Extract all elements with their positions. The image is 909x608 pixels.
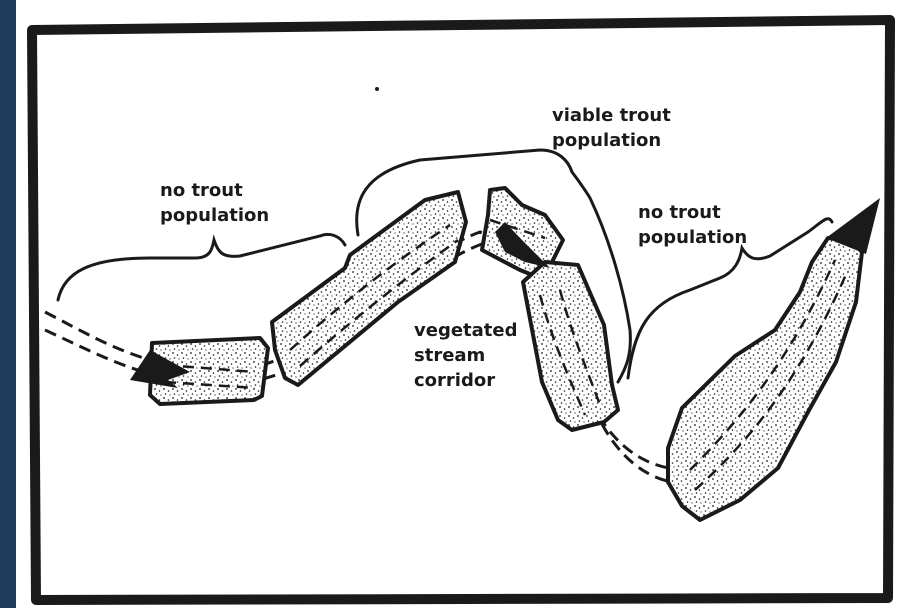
label-no-trout-left: no trout population <box>160 178 269 228</box>
vegetated-patch-5 <box>668 238 862 520</box>
label-vegetated-corridor: vegetated stream corridor <box>414 318 517 393</box>
left-edge-band <box>0 0 16 608</box>
label-viable-trout: viable trout population <box>552 103 671 153</box>
stray-dot <box>375 87 379 91</box>
diagram-frame <box>32 20 890 600</box>
label-no-trout-right: no trout population <box>638 200 747 250</box>
vegetated-patch-4 <box>523 262 618 430</box>
brace-no-trout-left <box>58 234 345 300</box>
